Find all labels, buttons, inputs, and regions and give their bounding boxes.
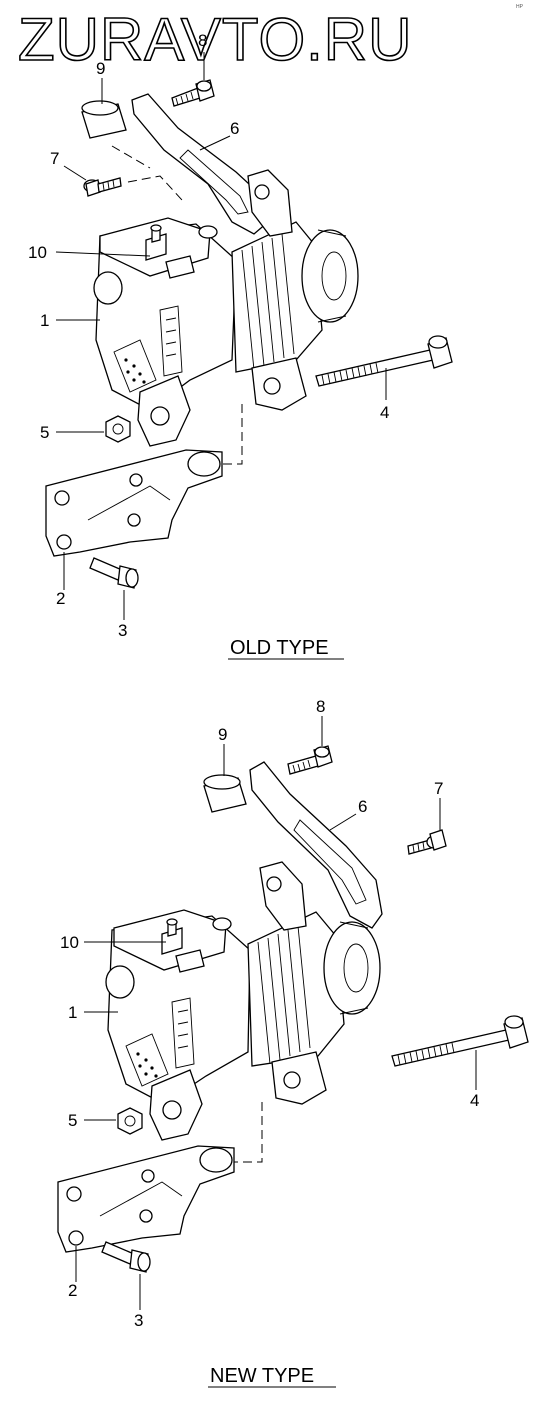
old-callout-1: 1 — [40, 311, 49, 330]
new-part-9-spacer — [203, 774, 247, 813]
new-callout-3: 3 — [134, 1311, 143, 1330]
new-callout-5: 5 — [68, 1111, 77, 1130]
new-part-3-bolt — [101, 1241, 151, 1273]
old-guide-lines — [111, 145, 243, 465]
old-callout-7: 7 — [50, 149, 59, 168]
new-guide-lines — [234, 1102, 263, 1163]
old-type-group: 8 9 6 7 10 1 4 5 2 3 OLD TYPE — [28, 31, 453, 660]
new-part-8-bolt — [287, 745, 333, 775]
old-callout-2: 2 — [56, 589, 65, 608]
old-callout-4: 4 — [380, 403, 389, 422]
old-part-5-nut — [105, 415, 131, 443]
old-callout-8: 8 — [198, 31, 207, 50]
old-part-2-mount-bracket — [45, 449, 223, 557]
old-part-6-bracket — [131, 93, 269, 235]
new-callout-1: 1 — [68, 1003, 77, 1022]
new-callout-2: 2 — [68, 1281, 77, 1300]
old-type-title: OLD TYPE — [230, 637, 329, 659]
new-callout-6: 6 — [358, 797, 367, 816]
old-part-3-bolt — [89, 557, 139, 589]
old-part-7-bolt — [83, 177, 122, 197]
new-part-4-long-bolt — [391, 1015, 529, 1067]
new-callout-9: 9 — [218, 725, 227, 744]
new-callout-4: 4 — [470, 1091, 479, 1110]
old-part-10-connector — [145, 224, 218, 279]
new-part-6-bracket — [249, 761, 383, 929]
new-callout-7: 7 — [434, 779, 443, 798]
watermark-logo: ZURAVTO.RU — [18, 6, 412, 73]
old-part-9-spacer — [81, 100, 127, 139]
new-type-title: NEW TYPE — [210, 1365, 314, 1387]
new-callout-8: 8 — [316, 697, 325, 716]
new-part-7-bolt — [407, 829, 447, 855]
old-leader-lines — [55, 52, 387, 620]
new-compressor-body — [105, 861, 381, 1141]
new-part-5-nut — [117, 1107, 143, 1135]
new-part-2-mount-bracket — [57, 1145, 235, 1253]
new-part-10-connector — [161, 917, 232, 973]
old-callout-3: 3 — [118, 621, 127, 640]
old-part-8-bolt — [171, 79, 215, 107]
old-callout-6: 6 — [230, 119, 239, 138]
tiny-mark: HP — [516, 4, 524, 10]
new-type-group: 8 9 6 7 10 1 4 5 2 3 NEW TYPE — [57, 697, 529, 1388]
new-leader-lines — [75, 716, 477, 1310]
old-callout-10: 10 — [28, 243, 47, 262]
new-callout-10: 10 — [60, 933, 79, 952]
old-compressor-body — [93, 169, 359, 447]
old-callout-9: 9 — [96, 59, 105, 78]
old-callout-5: 5 — [40, 423, 49, 442]
old-part-4-long-bolt — [315, 335, 453, 387]
